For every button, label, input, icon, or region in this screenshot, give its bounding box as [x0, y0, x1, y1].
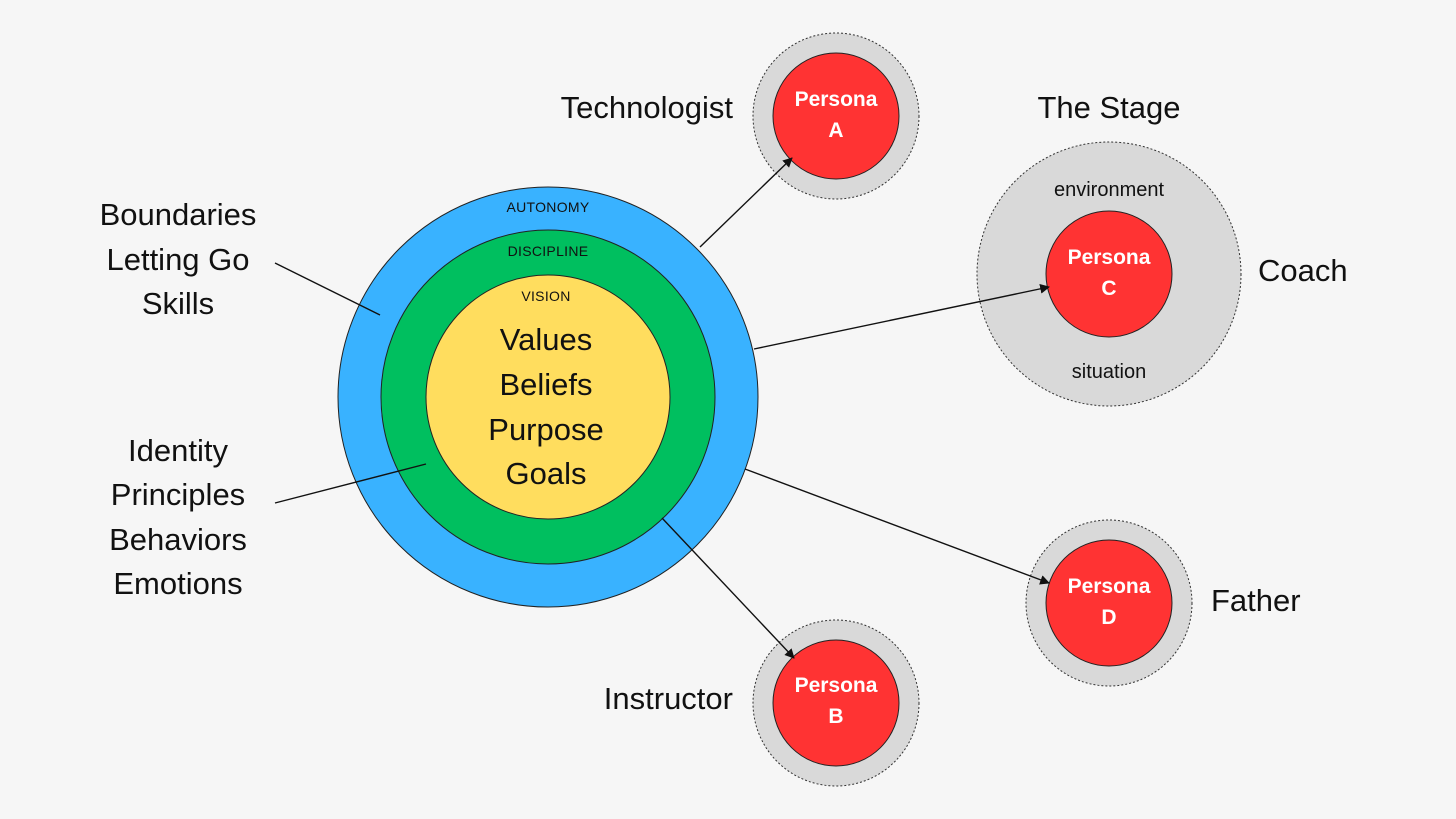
persona-d-line1: Persona — [1068, 575, 1151, 598]
left-label-principles: Principles — [111, 477, 245, 512]
persona-c-line1: Persona — [1068, 246, 1151, 269]
core-label-values: Values — [500, 322, 593, 357]
leader-line-discipline — [274, 463, 427, 504]
arrow-to-persona-d — [744, 468, 1050, 585]
core-label-goals: Goals — [506, 456, 587, 491]
leader-line-autonomy — [274, 262, 381, 316]
stage-heading: The Stage — [1037, 90, 1180, 125]
persona-b-title: Instructor — [604, 681, 733, 716]
stage-situation-note: situation — [1072, 361, 1147, 383]
left-label-behaviors: Behaviors — [109, 522, 247, 557]
left-label-emotions: Emotions — [113, 566, 242, 601]
persona-a-title: Technologist — [561, 90, 734, 125]
persona-d-title: Father — [1211, 583, 1301, 618]
autonomy-label: AUTONOMY — [506, 199, 589, 215]
vision-label: VISION — [521, 288, 570, 304]
persona-a-line1: Persona — [795, 88, 878, 111]
persona-b-line1: Persona — [795, 674, 878, 697]
discipline-label: DISCIPLINE — [508, 243, 589, 259]
persona-b-circle — [772, 639, 900, 767]
persona-a-circle — [772, 52, 900, 180]
persona-d-line2: D — [1101, 606, 1116, 629]
persona-c-circle — [1045, 210, 1173, 338]
persona-b-line2: B — [828, 705, 843, 728]
left-label-identity: Identity — [128, 433, 228, 468]
persona-c-title: Coach — [1258, 253, 1348, 288]
left-label-skills: Skills — [142, 286, 214, 321]
persona-a-line2: A — [828, 119, 843, 142]
arrow-to-persona-a — [699, 157, 793, 248]
arrow-to-persona-b — [661, 517, 795, 659]
vision-circle — [425, 274, 671, 520]
arrow-to-persona-c — [753, 284, 1050, 350]
persona-d-circle — [1045, 539, 1173, 667]
core-label-purpose: Purpose — [488, 412, 603, 447]
left-label-letting-go: Letting Go — [106, 242, 249, 277]
core-label-beliefs: Beliefs — [499, 367, 592, 402]
left-label-boundaries: Boundaries — [100, 197, 257, 232]
persona-c-line2: C — [1101, 277, 1116, 300]
stage-environment-note: environment — [1054, 179, 1165, 201]
